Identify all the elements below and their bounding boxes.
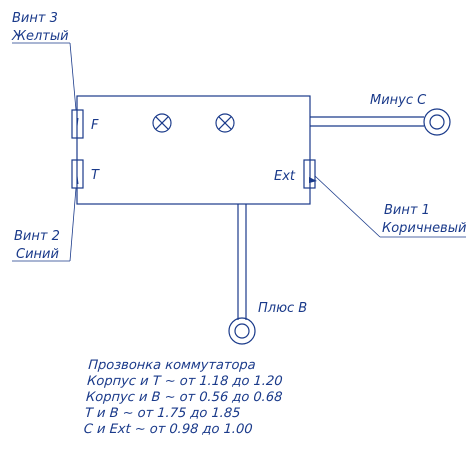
continuity-notes: Прозвонка коммутатора Корпус и Т ~ от 1.… [83, 358, 285, 438]
lamp-symbol-1 [152, 113, 172, 133]
screw2-leader [12, 187, 77, 262]
plus-label: Плюс В [258, 301, 307, 316]
screw3-color: Желтый [11, 29, 69, 44]
screw3-name: Винт 3 [12, 11, 58, 26]
notes-title: Прозвонка коммутатора [87, 358, 257, 373]
terminal-f-label: F [91, 118, 99, 133]
switch-body [76, 95, 311, 205]
screw2-name: Винт 2 [14, 229, 60, 244]
terminal-f [71, 109, 84, 139]
notes-line: Корпус и В ~ от 0.56 до 0.68 [85, 390, 283, 405]
screw1-leader [314, 175, 466, 238]
screw3-leader [12, 42, 77, 111]
notes-line: Т и В ~ от 1.75 до 1.85 [84, 406, 241, 421]
lamp-symbol-2 [215, 113, 235, 133]
terminal-t-label: T [91, 168, 100, 183]
notes-line: Корпус и Т ~ от 1.18 до 1.20 [86, 374, 284, 389]
terminal-ext [303, 159, 317, 189]
notes-line: С и Ext ~ от 0.98 до 1.00 [83, 422, 254, 437]
screw2-color: Синий [16, 247, 59, 262]
minus-label: Минус С [370, 93, 427, 108]
plus-wire [228, 204, 256, 345]
terminal-ext-label: Ext [274, 169, 296, 184]
screw1-color: Коричневый [382, 221, 466, 236]
terminal-t [71, 159, 84, 189]
minus-wire [310, 108, 451, 136]
screw1-name: Винт 1 [384, 203, 430, 218]
